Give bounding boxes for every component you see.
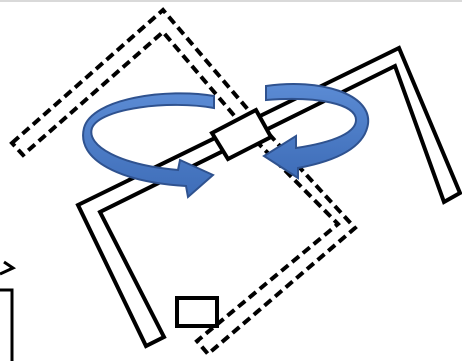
hinge-block: [209, 107, 274, 162]
small-square: [175, 296, 219, 328]
dashed-frame: [9, 7, 358, 357]
edge-shape: [0, 260, 17, 361]
solid-frame: [75, 45, 462, 349]
rotation-arrow-left: [82, 92, 215, 199]
rotation-arrow-right: [262, 82, 370, 180]
top-divider: [0, 0, 462, 2]
